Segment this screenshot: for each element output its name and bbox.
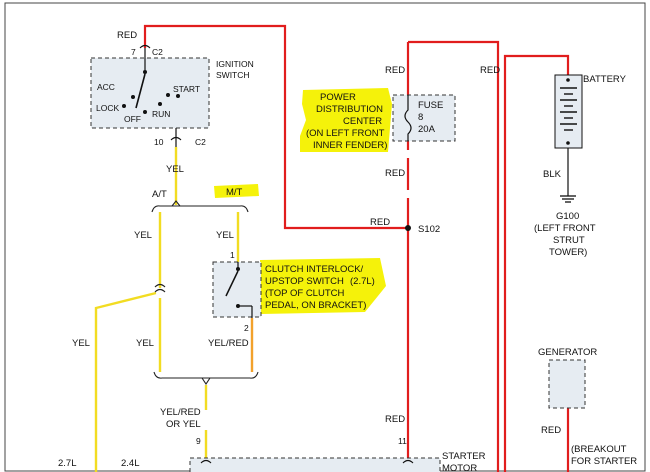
splice-braces: [151, 200, 259, 385]
ground-wire: [560, 148, 576, 203]
label-red-s102: RED: [370, 217, 390, 228]
label-pdc-2: DISTRIBUTION: [316, 104, 383, 115]
label-fuse-amp: 20A: [418, 124, 436, 135]
label-g100-3: STRUT: [553, 235, 585, 246]
label-red-top: RED: [117, 30, 137, 41]
pdc-fuse: [392, 94, 456, 142]
label-yel-3: YEL: [216, 230, 234, 241]
label-red-pdc-bot: RED: [385, 168, 405, 179]
label-yel-2: YEL: [134, 230, 152, 241]
labels: RED 7 C2 IGNITION SWITCH ACC START LOCK …: [58, 30, 637, 472]
s102-splice: [405, 225, 411, 231]
label-yelred-or-1: YEL/RED: [160, 407, 201, 418]
label-c2-bottom: C2: [195, 137, 206, 147]
label-lock: LOCK: [96, 103, 119, 113]
label-blk: BLK: [543, 169, 562, 180]
label-pdc-4: (ON LEFT FRONT: [306, 128, 385, 139]
label-start: START: [173, 84, 200, 94]
label-yel-mid: YEL: [136, 338, 154, 349]
ignition-switch: [90, 44, 210, 147]
label-24l: 2.4L: [121, 458, 140, 469]
label-pin-7: 7: [131, 47, 136, 57]
label-clutch-3: (TOP OF CLUTCH: [265, 288, 344, 299]
label-fuse-num: 8: [418, 112, 423, 123]
label-off: OFF: [124, 114, 141, 124]
label-breakout-2: FOR STARTER: [571, 456, 637, 467]
label-red-pdc-top: RED: [385, 65, 405, 76]
generator: [548, 359, 586, 409]
yellow-wires: [94, 147, 240, 472]
label-g100-4: TOWER): [549, 247, 587, 258]
label-g100-1: G100: [556, 211, 579, 222]
label-red-low: RED: [385, 414, 405, 425]
label-pin-1: 1: [230, 250, 235, 260]
label-27l: 2.7L: [58, 458, 77, 469]
label-yelred-or-2: OR YEL: [166, 419, 201, 430]
label-starter-1: STARTER: [442, 451, 486, 462]
label-starter-2: MOTOR: [442, 463, 477, 472]
label-battery: BATTERY: [583, 74, 627, 85]
clutch-switch: [212, 261, 262, 318]
red-wire-breaks: [403, 150, 413, 198]
label-red-battery: RED: [480, 65, 500, 76]
label-yel-red: YEL/RED: [208, 338, 249, 349]
label-acc: ACC: [97, 82, 115, 92]
label-red-generator: RED: [541, 425, 561, 436]
label-clutch-2: UPSTOP SWITCH: [265, 276, 344, 287]
label-g100-2: (LEFT FRONT: [534, 223, 596, 234]
label-breakout-1: (BREAKOUT: [571, 444, 627, 455]
starter-motor: [189, 457, 441, 472]
label-run: RUN: [152, 109, 170, 119]
label-c2-top: C2: [152, 47, 163, 57]
label-ignition-2: SWITCH: [216, 70, 250, 80]
label-yel-left: YEL: [72, 338, 90, 349]
label-clutch-27l: (2.7L): [350, 276, 375, 287]
label-at: A/T: [152, 189, 167, 200]
label-pin-2: 2: [244, 323, 249, 333]
label-mt: M/T: [226, 187, 243, 198]
label-pdc-1: POWER: [320, 92, 356, 103]
label-pin-9: 9: [196, 436, 201, 446]
label-s102: S102: [418, 224, 440, 235]
label-pin-10: 10: [154, 137, 164, 147]
label-clutch-1: CLUTCH INTERLOCK/: [265, 264, 364, 275]
label-yel-1: YEL: [166, 164, 184, 175]
label-pdc-3: CENTER: [343, 116, 382, 127]
label-generator: GENERATOR: [538, 347, 597, 358]
battery: [554, 74, 583, 149]
label-pin-11: 11: [398, 436, 407, 446]
label-clutch-4: PEDAL, ON BRACKET): [265, 300, 366, 311]
label-fuse: FUSE: [418, 100, 443, 111]
label-pdc-5: INNER FENDER): [313, 140, 387, 151]
label-ignition-1: IGNITION: [216, 59, 254, 69]
